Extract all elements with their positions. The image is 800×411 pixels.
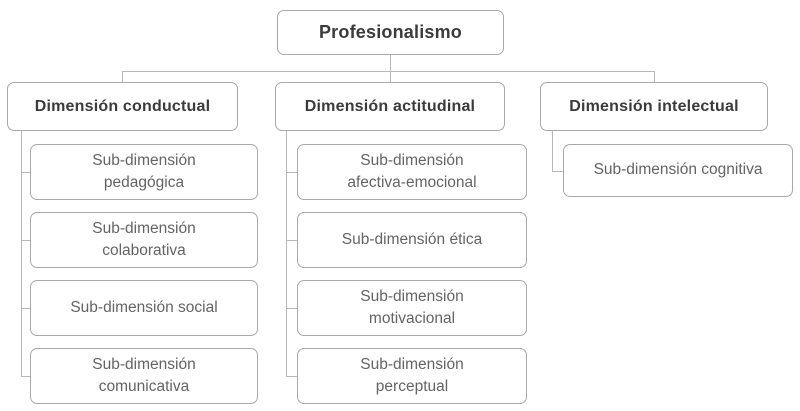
connector-hang-actitudinal xyxy=(286,131,287,376)
connector-branch xyxy=(286,376,297,377)
sub-node-motivacional: Sub-dimensión motivacional xyxy=(297,280,527,336)
sub-node-social: Sub-dimensión social xyxy=(30,280,258,336)
connector-branch xyxy=(286,308,297,309)
sub-node-comunicativa: Sub-dimensión comunicativa xyxy=(30,348,258,404)
connector-stub-conductual xyxy=(122,71,123,83)
connector-hang-intelectual xyxy=(552,131,553,171)
connector-branch xyxy=(552,171,563,172)
dimension-node-conductual: Dimensión conductual xyxy=(7,82,238,131)
connector-branch xyxy=(21,376,30,377)
connector-stub-actitudinal xyxy=(390,71,391,83)
connector-branch xyxy=(286,240,297,241)
connector-branch xyxy=(21,240,30,241)
connector-hang-conductual xyxy=(21,131,22,376)
dimension-node-actitudinal: Dimensión actitudinal xyxy=(275,82,505,131)
connector-branch xyxy=(286,172,297,173)
dimension-node-intelectual: Dimensión intelectual xyxy=(540,82,768,131)
connector-rail xyxy=(122,71,655,72)
sub-node-cognitiva: Sub-dimensión cognitiva xyxy=(563,144,793,197)
sub-node-colaborativa: Sub-dimensión colaborativa xyxy=(30,212,258,268)
sub-node-afectiva-emocional: Sub-dimensión afectiva-emocional xyxy=(297,144,527,200)
connector-branch xyxy=(21,308,30,309)
sub-node-pedagogica: Sub-dimensión pedagógica xyxy=(30,144,258,200)
sub-node-etica: Sub-dimensión ética xyxy=(297,212,527,268)
root-node-profesionalismo: Profesionalismo xyxy=(277,10,504,55)
connector-branch xyxy=(21,172,30,173)
connector-stub-intelectual xyxy=(654,71,655,83)
sub-node-perceptual: Sub-dimensión perceptual xyxy=(297,348,527,404)
connector-root-drop xyxy=(390,55,391,71)
